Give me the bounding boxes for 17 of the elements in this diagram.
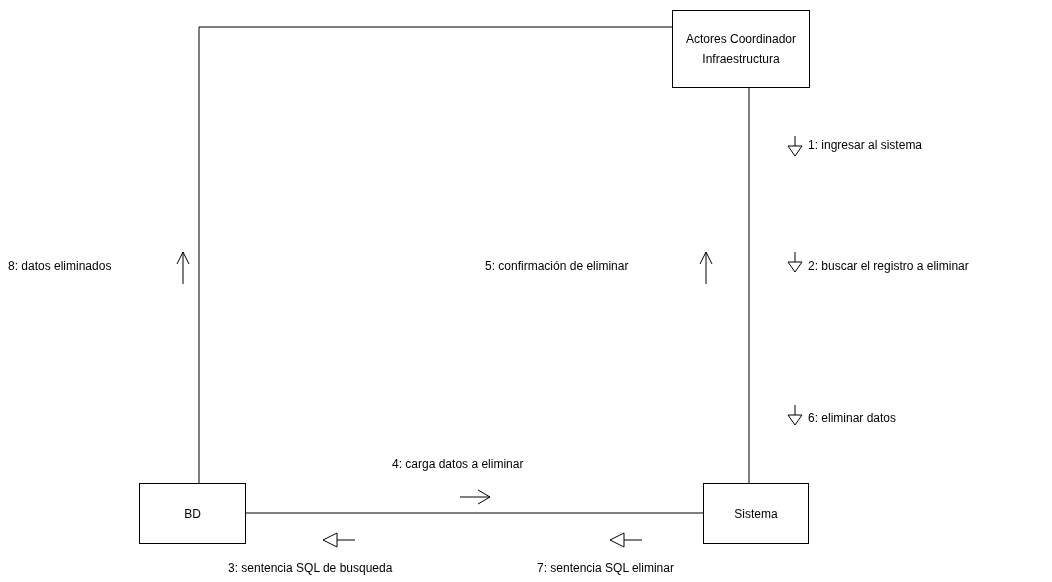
- message-label: 4: carga datos a eliminar: [392, 457, 524, 471]
- object-name: Sistema: [733, 505, 779, 523]
- message-label: 6: eliminar datos: [808, 411, 897, 425]
- message-label: 7: sentencia SQL eliminar: [537, 561, 674, 575]
- message-label: 8: datos eliminados: [8, 259, 112, 273]
- message-label: 2: buscar el registro a eliminar: [808, 259, 969, 273]
- message-label: 3: sentencia SQL de busqueda: [228, 561, 393, 575]
- object-box: [139, 483, 246, 544]
- connector-line: [245, 512, 704, 514]
- object-name: Actores Coordinador Infraestructura: [684, 31, 798, 68]
- object-name: BD: [183, 505, 202, 523]
- message-label: 5: confirmación de eliminar: [485, 259, 629, 273]
- connector-line: [198, 26, 673, 484]
- connector-line: [748, 87, 750, 484]
- object-box: [672, 10, 810, 88]
- message-label: 1: ingresar al sistema: [808, 138, 923, 152]
- object-box: [703, 483, 809, 544]
